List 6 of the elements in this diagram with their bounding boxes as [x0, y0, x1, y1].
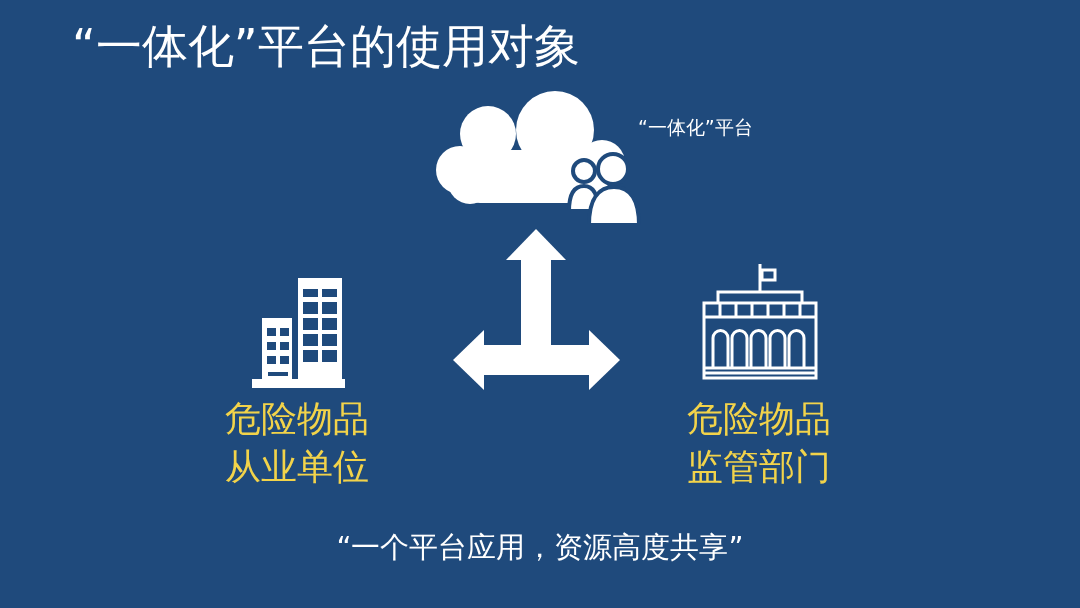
node-label: “一体化”平台: [638, 116, 753, 139]
quote-text: “一个平台应用，资源高度共享”: [336, 530, 744, 565]
node-label: 危险物品监管部门: [686, 397, 832, 489]
title: “一体化”平台的使用对象: [72, 20, 580, 73]
node-label: 危险物品从业单位: [224, 397, 370, 489]
arrow: [453, 330, 620, 390]
